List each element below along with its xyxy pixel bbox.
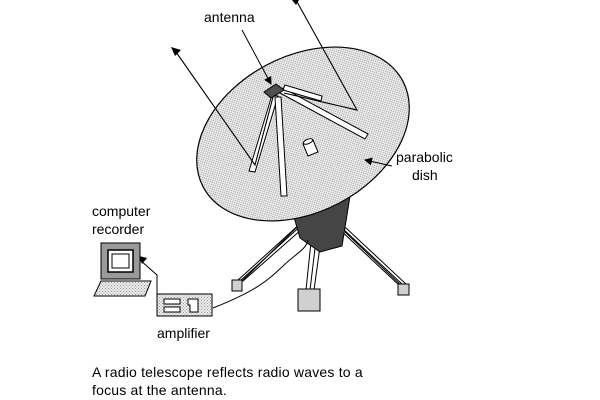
tripod-legs (235, 221, 407, 291)
center-foot (297, 288, 321, 312)
feed-cylinder (302, 138, 319, 157)
caption-line-2: focus at the antenna. (92, 382, 227, 398)
ray-arrowhead-right (292, 0, 299, 5)
amplifier-label: amplifier (157, 325, 210, 341)
computer-label: computer (92, 203, 151, 219)
computer-recorder (93, 242, 152, 297)
dish-leader (364, 157, 393, 167)
amplifier (156, 293, 213, 317)
radio-wave-rays (175, 0, 359, 167)
dish-label: dish (412, 167, 438, 183)
recorder-label: recorder (92, 221, 144, 237)
ray-arrowhead-left (171, 47, 181, 56)
figure-caption: A radio telescope reflects radio waves t… (92, 363, 422, 399)
caption-line-1: A radio telescope reflects radio waves t… (92, 364, 363, 380)
parabolic-label: parabolic (396, 149, 453, 165)
right-foot (397, 283, 410, 296)
cables (139, 239, 309, 309)
antenna-leader (241, 29, 272, 85)
antenna-label: antenna (204, 9, 255, 25)
parabolic-dish (196, 46, 410, 222)
cable-arrowhead (139, 256, 147, 264)
left-foot (231, 279, 243, 292)
antenna-element (263, 83, 285, 99)
